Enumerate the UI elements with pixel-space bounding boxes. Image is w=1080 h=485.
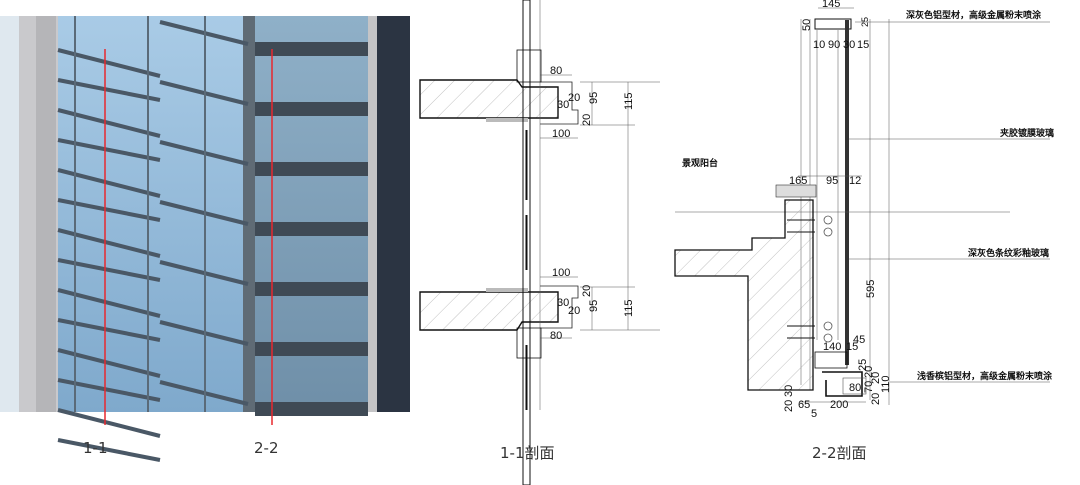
section-mark-2-2: 2-2 bbox=[254, 439, 279, 457]
section-1-1-drawing bbox=[419, 0, 660, 485]
section-2-2-mid-dims: 165 95 12 595 bbox=[789, 175, 877, 298]
balcony-slab bbox=[255, 102, 368, 116]
balcony-slab bbox=[255, 282, 368, 296]
section-mark-1-1: 1-1 bbox=[83, 439, 108, 457]
svg-text:95: 95 bbox=[826, 175, 838, 187]
label-laminated-glass: 夹胶镀膜玻璃 bbox=[1000, 127, 1054, 139]
svg-text:145: 145 bbox=[822, 0, 840, 10]
section-2-2-top-dims: 145 50 25 10 90 30 15 bbox=[801, 0, 870, 51]
building-photo bbox=[0, 16, 410, 462]
svg-text:20: 20 bbox=[870, 393, 882, 405]
svg-text:20: 20 bbox=[870, 372, 882, 384]
svg-text:50: 50 bbox=[801, 19, 813, 31]
svg-text:110: 110 bbox=[880, 375, 892, 393]
section-1-1-caption: 1-1剖面 bbox=[500, 444, 555, 462]
floor-bands bbox=[57, 16, 368, 462]
svg-text:20: 20 bbox=[783, 400, 795, 412]
svg-text:100: 100 bbox=[552, 267, 570, 279]
svg-text:90: 90 bbox=[828, 39, 840, 51]
svg-text:95: 95 bbox=[588, 92, 600, 104]
section-2-2-labels: 深灰色铝型材，高级金属粉末喷涂 夹胶镀膜玻璃 景观阳台 深灰色条纹彩釉玻璃 浅香… bbox=[682, 9, 1054, 382]
svg-text:30: 30 bbox=[783, 385, 795, 397]
svg-text:95: 95 bbox=[588, 300, 600, 312]
balcony-slab bbox=[255, 162, 368, 176]
svg-text:80: 80 bbox=[550, 330, 562, 342]
svg-text:30: 30 bbox=[557, 297, 569, 309]
svg-text:595: 595 bbox=[865, 280, 877, 298]
section-2-2-bottom-dims: 45 140 15 25 20 20 110 80 70 20 30 20 65… bbox=[783, 334, 892, 420]
label-balcony: 景观阳台 bbox=[682, 157, 718, 169]
balcony-slab bbox=[255, 402, 368, 416]
svg-text:20: 20 bbox=[568, 92, 580, 104]
svg-text:30: 30 bbox=[557, 99, 569, 111]
svg-text:140: 140 bbox=[823, 341, 841, 353]
section-1-1-upper-dims: 80 20 95 30 20 100 115 bbox=[550, 65, 635, 140]
section-2-2-caption: 2-2剖面 bbox=[812, 444, 867, 462]
svg-text:5: 5 bbox=[811, 408, 817, 420]
svg-text:15: 15 bbox=[857, 39, 869, 51]
svg-text:12: 12 bbox=[849, 175, 861, 187]
svg-text:15: 15 bbox=[846, 341, 858, 353]
svg-text:115: 115 bbox=[623, 92, 635, 110]
section-2-2-drawing bbox=[674, 7, 1050, 405]
label-bottom-profile: 浅香槟铝型材，高级金属粉末喷涂 bbox=[917, 370, 1053, 382]
balcony-slab bbox=[255, 342, 368, 356]
svg-text:65: 65 bbox=[798, 399, 810, 411]
svg-text:80: 80 bbox=[849, 382, 861, 394]
svg-text:165: 165 bbox=[789, 175, 807, 187]
label-top-profile: 深灰色铝型材，高级金属粉末喷涂 bbox=[906, 9, 1042, 21]
svg-text:25: 25 bbox=[860, 17, 870, 27]
svg-text:30: 30 bbox=[843, 39, 855, 51]
svg-text:20: 20 bbox=[568, 305, 580, 317]
balcony-slab bbox=[255, 42, 368, 56]
svg-text:20: 20 bbox=[863, 366, 875, 378]
svg-text:45: 45 bbox=[853, 334, 865, 346]
svg-text:70: 70 bbox=[863, 381, 875, 393]
svg-text:80: 80 bbox=[550, 65, 562, 77]
label-fritted-glass: 深灰色条纹彩釉玻璃 bbox=[968, 247, 1049, 259]
svg-text:20: 20 bbox=[581, 285, 593, 297]
svg-text:25: 25 bbox=[857, 359, 869, 371]
section-1-1-lower-dims: 100 20 30 20 95 115 80 bbox=[550, 267, 635, 342]
svg-text:100: 100 bbox=[552, 128, 570, 140]
svg-text:10: 10 bbox=[813, 39, 825, 51]
svg-text:20: 20 bbox=[581, 114, 593, 126]
svg-text:115: 115 bbox=[623, 299, 635, 317]
balcony-slab bbox=[255, 222, 368, 236]
svg-text:200: 200 bbox=[830, 399, 848, 411]
